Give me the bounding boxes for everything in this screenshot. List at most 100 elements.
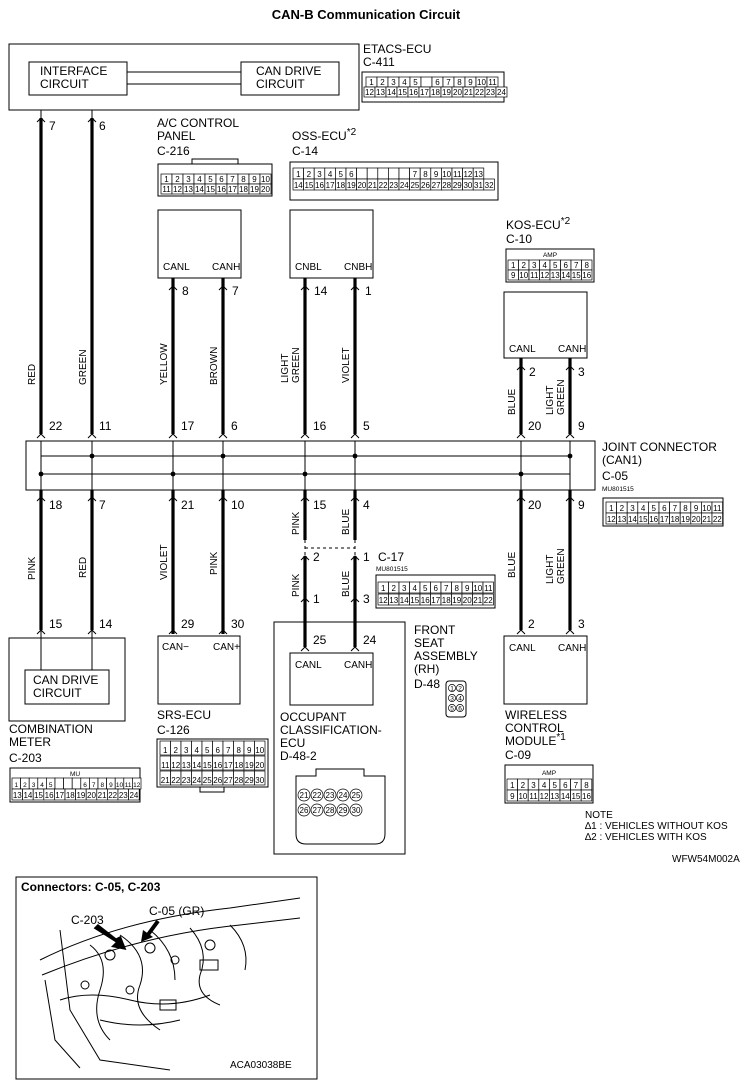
joint-connector-pin-number: 16	[649, 515, 658, 524]
wire-label-pink-occ: PINK	[291, 573, 302, 597]
seat-connector-pin-number: 1	[450, 686, 454, 693]
etacs-pin-b: 6	[99, 119, 106, 133]
kos-connector-pin-number: 10	[519, 271, 528, 280]
combo-pin-a: 15	[49, 617, 63, 631]
combo-connector-pin-number: 5	[49, 782, 53, 789]
seat-name-line2: SEAT	[414, 636, 445, 650]
combo-connector-cell	[54, 777, 64, 790]
ac-connector-pin-number: 3	[186, 175, 191, 184]
terminal-marker	[168, 433, 178, 439]
ac-connector-pin-number: 19	[250, 185, 259, 194]
oss-connector-pin-number: 11	[453, 170, 462, 179]
wire-label-red-combo: RED	[78, 557, 89, 578]
c17-connector-pin-number: 1	[381, 584, 386, 593]
ac-connector-pin-number: 10	[261, 175, 270, 184]
etacs-connector-pin-number: 21	[464, 88, 473, 97]
combo-connector-pin-number: 23	[119, 791, 128, 800]
joint-name-line1: JOINT CONNECTOR	[602, 440, 717, 454]
combo-connector-pin-number: 10	[116, 782, 124, 789]
ac-connector-pin-number: 15	[206, 185, 215, 194]
oss-connector-pin-number: 18	[336, 181, 345, 190]
wcm-connector-pin-number: 4	[542, 781, 547, 790]
srs-connector-pin-number: 20	[255, 761, 264, 770]
etacs-connector-pin-number: 24	[497, 88, 506, 97]
oss-connector-pin-number: 5	[338, 170, 343, 179]
joint-connector-pin-number: 17	[660, 515, 669, 524]
srs-connector-pin-number: 21	[161, 776, 170, 785]
occ-connector-pin-number: 23	[326, 791, 335, 800]
occupant-classification-ecu: 25 24 CANL CANH OCCUPANT CLASSIFICATION-…	[273, 621, 406, 855]
wire-label-lightgreen-wcm-line2: GREEN	[556, 548, 567, 584]
oss-connector-pin-number: 20	[357, 181, 366, 190]
inset-c203-label: C-203	[71, 913, 104, 927]
oss-connector-pin-number: 12	[463, 170, 472, 179]
terminal-marker	[300, 285, 310, 291]
wcm-connector-pin-number: 10	[518, 792, 527, 801]
joint-connector-pin-number: 12	[607, 515, 616, 524]
kos-connector-pin-number: 3	[532, 261, 537, 270]
srs-connector-pin-number: 19	[245, 761, 254, 770]
wcm-connector-pin-number: 8	[584, 781, 589, 790]
terminal-marker	[218, 285, 228, 291]
terminal-marker	[168, 496, 178, 502]
joint-bottom-pin-1: 18	[49, 498, 63, 512]
wcm-connector-pin-number: 9	[510, 792, 515, 801]
srs-connector-pin-number: 10	[255, 746, 264, 755]
wire-label-red: RED	[27, 364, 38, 385]
oss-connector-cell	[398, 167, 410, 180]
occ-connector-cavity	[349, 788, 363, 802]
joint-bottom-pin-4: 10	[231, 498, 245, 512]
note-title: NOTE	[585, 810, 613, 821]
oss-connector-pin-number: 25	[410, 181, 419, 190]
ac-connector-pin-number: 8	[241, 175, 246, 184]
srs-connector-pin-number: 11	[161, 761, 170, 770]
arrow-c05-icon	[145, 919, 160, 938]
srs-connector-pin-number: 12	[171, 761, 180, 770]
wcm-name-line3: MODULE*1	[505, 732, 566, 748]
terminal-marker	[87, 433, 97, 439]
etacs-name: ETACS-ECU	[363, 42, 431, 56]
c17-connector-pin-number: 8	[455, 584, 460, 593]
combo-connector-pin-number: 17	[55, 791, 64, 800]
terminal-marker	[36, 496, 46, 502]
wcm-connector-pin-number: 6	[563, 781, 568, 790]
connector-location-inset: Connectors: C-05, C-203 C-203 C-05 (GR)	[15, 876, 318, 1080]
wcm-name-line2: CONTROL	[505, 721, 564, 735]
srs-connector-pin-number: 8	[237, 746, 242, 755]
lower-wires: 18 7 21 10 15 4 20 9 PINK RED VIOLET PIN…	[27, 490, 585, 647]
terminal-marker	[350, 555, 360, 561]
srs-can-plus-label: CAN+	[213, 642, 240, 653]
occ-connector-cavity	[336, 788, 350, 802]
etacs-connector-cell	[420, 76, 433, 88]
terminal-marker	[300, 433, 310, 439]
oss-connector-pin-number: 8	[423, 170, 428, 179]
srs-connector-pin-number: 2	[174, 746, 179, 755]
srs-connector-pin-number: 9	[247, 746, 252, 755]
oss-connector-pin-number: 3	[317, 170, 322, 179]
combo-name-line2: METER	[9, 735, 51, 749]
c17-connector-pin-number: 19	[452, 596, 461, 605]
c17-connector-pin-number: 11	[484, 584, 493, 593]
srs-connector-pin-number: 23	[182, 776, 191, 785]
terminal-marker	[565, 496, 575, 502]
terminal-marker	[87, 629, 97, 635]
ac-connector-pin-number: 16	[217, 185, 226, 194]
joint-connector-pin-number: 3	[630, 504, 635, 513]
c17-connector-pin-number: 17	[431, 596, 440, 605]
occ-connector-cavity	[310, 803, 324, 817]
wcm-connector-pin-number: 1	[510, 781, 515, 790]
terminal-marker	[350, 597, 360, 603]
joint-connector-cell	[711, 512, 723, 525]
joint-top-pin-3: 17	[181, 419, 195, 433]
combo-can-drive-line2: CIRCUIT	[33, 686, 82, 700]
oss-connector-pin-number: 7	[413, 170, 418, 179]
etacs-ecu: INTERFACE CIRCUIT CAN DRIVE CIRCUIT ETAC…	[8, 42, 508, 133]
ac-name-line1: A/C CONTROL	[157, 116, 239, 130]
interface-circuit-line1: INTERFACE	[40, 64, 107, 78]
kos-connector-pin-number: 12	[540, 271, 549, 280]
